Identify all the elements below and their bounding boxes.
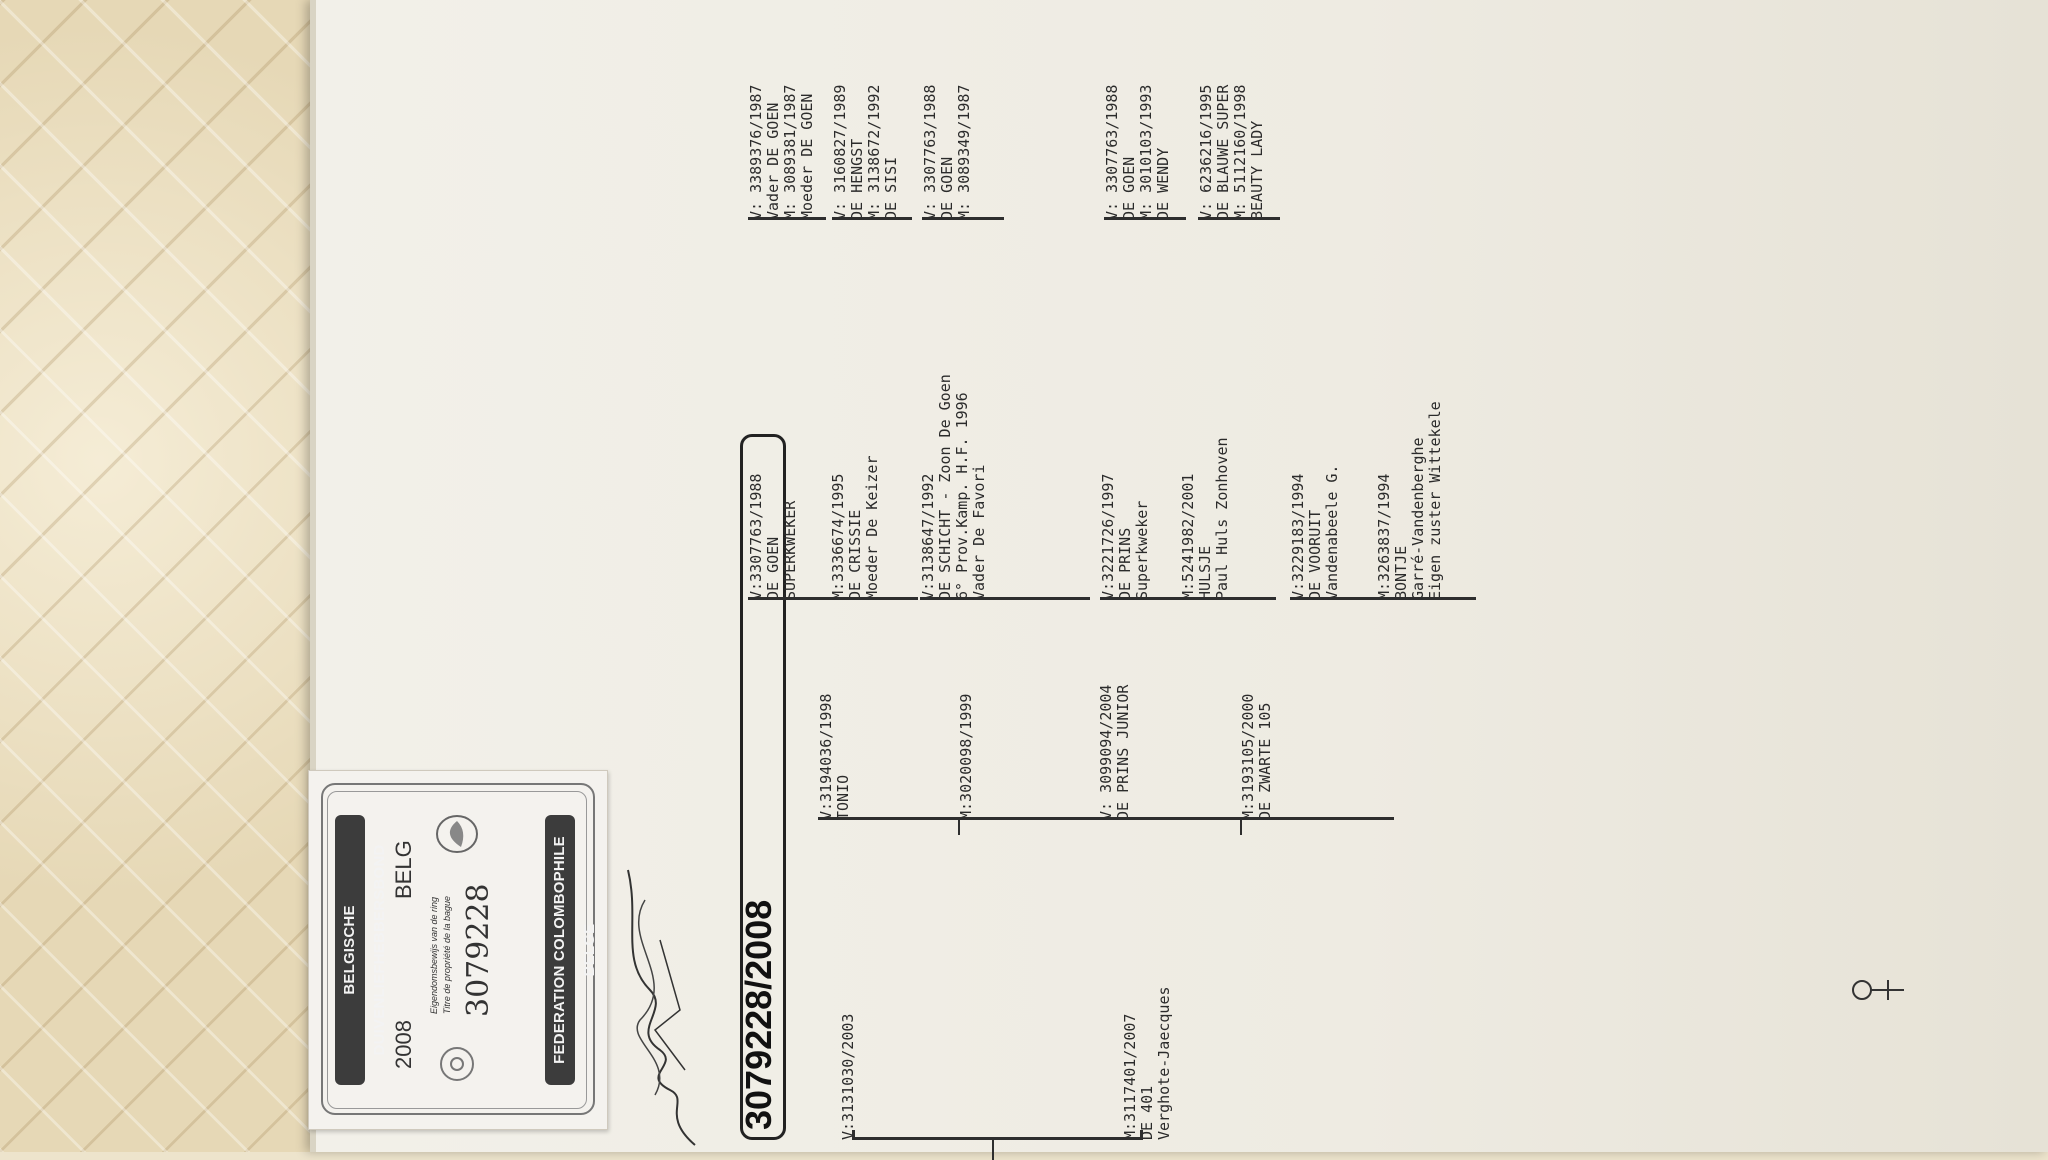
card-country: BELG [391,840,416,899]
pedigree-chart: 3079228/2008 V:3131030/2003 M:3117401/20… [738,40,1960,1160]
ds-name: DE PRINS JUNIOR [1114,684,1132,820]
handwritten-signature [627,869,696,1146]
dd-name: DE ZWARTE 105 [1256,702,1274,820]
ddd-breeder: Garré-Vandenberghe [1409,437,1427,600]
dds-line: V:3229183/1994 [1289,473,1307,600]
dds-name: DE VOORUIT [1306,509,1324,600]
quilted-background [0,0,330,1152]
ss-name: TONIO [834,774,852,820]
paper-edge [310,0,316,1152]
dam-line: M:3117401/2007 [1121,1013,1139,1140]
card-year: 2008 [391,1020,416,1069]
g4-4-m-name: DE WENDY [1154,147,1172,220]
dds-note: Vandenabeele G. [1323,464,1341,600]
ring-number-title: 3079228/2008 [738,899,779,1130]
ornament-icon [440,1047,474,1081]
g4-3-v: V: 3307763/1988 [921,84,939,220]
ring-ownership-card: BELGISCHE DUIVENLIEFHEBBERSBOND 2008 BEL… [308,770,608,1130]
g4-2-v: V: 3160827/1989 [831,84,849,220]
dss-line: V:3221726/1997 [1099,473,1117,600]
g4-1-v: V: 3389376/1987 [747,84,765,220]
g4-2-v-name: DE HENGST [848,138,866,220]
g4-5-m: M: 5112160/1998 [1231,84,1249,220]
g4-3-v-name: DE GOEN [938,156,956,220]
g4-5-v: V: 6236216/1995 [1197,84,1215,220]
dsd-note: Paul Huls Zonhoven [1213,437,1231,600]
sds-name: DE SCHICHT - Zoon De Goen [936,374,954,600]
sss-line: V:3307763/1988 [747,473,765,600]
dss-note: Superkweker [1133,500,1151,600]
ddd-note: Eigen zuster Wittekele [1426,401,1444,600]
sss-note: SUPERKWEKER [781,500,799,600]
g4-1-v-name: Vader DE GOEN [764,102,782,220]
g4-4-v: V: 3307763/1988 [1103,84,1121,220]
sd-line: M:3020098/1999 [957,693,975,820]
g4-1-m: M: 3089381/1987 [781,84,799,220]
ddd-name: BONTJE [1392,545,1410,600]
card-ring-number: 3079228 [461,883,496,1017]
dsd-line: M:5241982/2001 [1179,473,1197,600]
dss-name: DE PRINS [1116,527,1134,600]
dam-breeder: Verghote-Jaecques [1155,986,1173,1140]
g4-3-m: M: 3089349/1987 [955,84,973,220]
g4-2-m: M: 3138672/1992 [865,84,883,220]
ss-line: V:3194036/1998 [817,693,835,820]
ssd-name: DE CRISSIE [846,509,864,600]
sds-line: V:3138647/1992 [919,473,937,600]
card-bottom-banner: FEDERATION COLOMBOPHILE BELGE [545,815,598,1085]
dsd-name: HULSJE [1196,545,1214,600]
g4-4-m: M: 3010103/1993 [1137,84,1155,220]
ssd-note: Moeder De Keizer [863,455,881,601]
ssd-line: M:3336674/1995 [829,473,847,600]
dd-line: M:3193105/2000 [1239,693,1257,820]
sss-name: DE GOEN [764,536,782,600]
pigeon-emblem-icon [436,815,478,853]
card-desc-nl: Eigendomsbewijs van de ring [429,896,439,1014]
g4-5-m-name: BEAUTY LADY [1248,120,1266,220]
card-desc-fr: Titre de propriété de la bague [442,896,452,1014]
g4-1-m-name: Moeder DE GOEN [798,93,816,220]
sds-note: 6° Prov.Kamp. H.F. 1996 [953,392,971,600]
sds-note2: Vader De Favori [970,464,988,600]
g4-4-v-name: DE GOEN [1120,156,1138,220]
ddd-line: M:3263837/1994 [1375,473,1393,600]
g4-2-m-name: DE SISI [882,156,900,220]
female-symbol-mark [1852,980,1904,1000]
g4-5-v-name: DE BLAUWE SUPER [1214,84,1232,220]
ds-line: V: 3099094/2004 [1097,684,1115,820]
card-top-banner: BELGISCHE DUIVENLIEFHEBBERSBOND [335,815,388,1085]
sire-line: V:3131030/2003 [839,1013,857,1140]
